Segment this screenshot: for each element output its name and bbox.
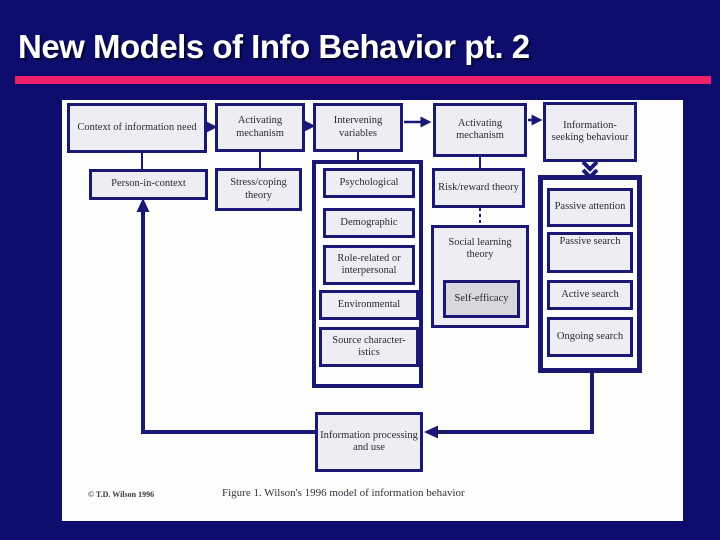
figure-caption: Figure 1. Wilson's 1996 model of informa… [222, 487, 465, 499]
box-ongoing-search: Ongoing search [547, 317, 633, 357]
box-stress-coping-theory: Stress/coping theory [215, 168, 302, 211]
container-search-modes: Passive attention Passive search Active … [538, 175, 642, 373]
copyright-caption: © T.D. Wilson 1996 [88, 490, 155, 499]
box-intervening-variables: Intervening variables [313, 103, 403, 152]
connector-lines [136, 114, 599, 439]
box-risk-reward-theory: Risk/reward theory [432, 168, 525, 208]
box-role-related-interpersonal: Role-related or interpersonal [323, 245, 415, 285]
box-passive-search: Passive search [547, 232, 633, 273]
arrow-search-to-infoprocessing [424, 373, 594, 439]
box-source-characteristics: Source character-istics [319, 327, 419, 367]
box-information-processing-and-use: Information processing and use [315, 412, 423, 472]
box-active-search: Active search [547, 280, 633, 310]
container-intervening-variables: Psychological Demographic Role-related o… [312, 160, 423, 388]
slide-title: New Models of Info Behavior pt. 2 [18, 28, 530, 65]
title-underline [15, 76, 711, 84]
arrow-feedback-to-personincontext [136, 198, 316, 434]
box-information-seeking-behaviour: Information-seeking behaviour [543, 102, 637, 162]
arrow-infoseeking-down-chevron1 [581, 160, 599, 172]
box-passive-attention: Passive attention [547, 188, 633, 227]
box-person-in-context: Person-in-context [89, 169, 208, 200]
container-social-learning-theory: Social learning theory Self-efficacy [431, 225, 529, 328]
box-demographic: Demographic [323, 208, 415, 238]
box-activating-mechanism-1: Activating mechanism [215, 103, 305, 152]
box-environmental: Environmental [319, 290, 419, 320]
diagram-panel: Context of information need Activating m… [62, 100, 683, 521]
social-learning-theory-label: Social learning theory [448, 237, 512, 261]
box-context-of-information-need: Context of information need [67, 103, 207, 153]
box-psychological: Psychological [323, 168, 415, 198]
box-self-efficacy: Self-efficacy [443, 280, 520, 318]
box-activating-mechanism-2: Activating mechanism [433, 103, 527, 157]
